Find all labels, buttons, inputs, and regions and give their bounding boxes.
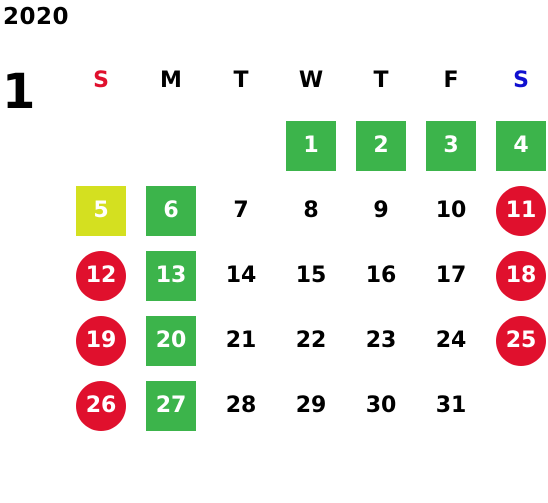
weekday-header-sun: S <box>93 68 109 93</box>
day-cell-28[interactable]: 28 <box>206 373 276 438</box>
weekday-header-sat: S <box>513 68 529 93</box>
calendar-year: 2020 <box>3 4 70 30</box>
day-cell-9[interactable]: 9 <box>346 178 416 243</box>
day-cell-21[interactable]: 21 <box>206 308 276 373</box>
day-number: 14 <box>225 263 257 288</box>
day-cell-5[interactable]: 5 <box>66 178 136 243</box>
day-cell-16[interactable]: 16 <box>346 243 416 308</box>
day-number: 6 <box>146 185 196 236</box>
day-cell-1[interactable]: 1 <box>276 113 346 178</box>
day-number: 28 <box>225 393 257 418</box>
day-cell-22[interactable]: 22 <box>276 308 346 373</box>
day-number: 13 <box>146 250 196 301</box>
empty-day-cell <box>206 113 276 178</box>
day-cell-29[interactable]: 29 <box>276 373 346 438</box>
weekday-header-mon: M <box>160 68 182 93</box>
day-cell-23[interactable]: 23 <box>346 308 416 373</box>
day-cell-3[interactable]: 3 <box>416 113 486 178</box>
day-number: 2 <box>356 120 406 171</box>
day-number: 9 <box>373 198 389 223</box>
day-number: 21 <box>225 328 257 353</box>
day-number: 11 <box>496 185 546 236</box>
day-number: 24 <box>435 328 467 353</box>
day-number: 8 <box>303 198 319 223</box>
day-cell-27[interactable]: 27 <box>136 373 206 438</box>
day-cell-30[interactable]: 30 <box>346 373 416 438</box>
day-cell-14[interactable]: 14 <box>206 243 276 308</box>
day-cell-18[interactable]: 18 <box>486 243 548 308</box>
day-number: 4 <box>496 120 546 171</box>
day-number: 17 <box>435 263 467 288</box>
day-cell-15[interactable]: 15 <box>276 243 346 308</box>
day-number: 25 <box>496 315 546 366</box>
day-cell-12[interactable]: 12 <box>66 243 136 308</box>
day-cell-17[interactable]: 17 <box>416 243 486 308</box>
empty-day-cell <box>486 373 548 438</box>
day-number: 19 <box>76 315 126 366</box>
day-cell-11[interactable]: 11 <box>486 178 548 243</box>
day-number: 29 <box>295 393 327 418</box>
day-cell-13[interactable]: 13 <box>136 243 206 308</box>
day-number: 26 <box>76 380 126 431</box>
day-cell-6[interactable]: 6 <box>136 178 206 243</box>
day-number: 27 <box>146 380 196 431</box>
calendar-month: 1 <box>2 64 36 120</box>
day-cell-4[interactable]: 4 <box>486 113 548 178</box>
empty-day-cell <box>136 113 206 178</box>
day-number: 12 <box>76 250 126 301</box>
day-number: 3 <box>426 120 476 171</box>
day-cell-25[interactable]: 25 <box>486 308 548 373</box>
weekday-header-fri: F <box>443 68 459 93</box>
day-number: 10 <box>435 198 467 223</box>
day-cell-26[interactable]: 26 <box>66 373 136 438</box>
day-cell-2[interactable]: 2 <box>346 113 416 178</box>
day-number: 16 <box>365 263 397 288</box>
weekday-header-wed: W <box>298 68 324 93</box>
day-cell-20[interactable]: 20 <box>136 308 206 373</box>
empty-day-cell <box>66 113 136 178</box>
day-cell-31[interactable]: 31 <box>416 373 486 438</box>
day-cell-24[interactable]: 24 <box>416 308 486 373</box>
day-cell-19[interactable]: 19 <box>66 308 136 373</box>
day-cell-8[interactable]: 8 <box>276 178 346 243</box>
day-cell-10[interactable]: 10 <box>416 178 486 243</box>
day-number: 1 <box>286 120 336 171</box>
day-number: 7 <box>233 198 249 223</box>
day-number: 31 <box>435 393 467 418</box>
weekday-header-thu: T <box>373 68 389 93</box>
day-number: 15 <box>295 263 327 288</box>
day-number: 5 <box>76 185 126 236</box>
day-cell-7[interactable]: 7 <box>206 178 276 243</box>
day-number: 23 <box>365 328 397 353</box>
day-number: 22 <box>295 328 327 353</box>
day-number: 20 <box>146 315 196 366</box>
weekday-header-tue: T <box>233 68 249 93</box>
day-number: 18 <box>496 250 546 301</box>
day-number: 30 <box>365 393 397 418</box>
